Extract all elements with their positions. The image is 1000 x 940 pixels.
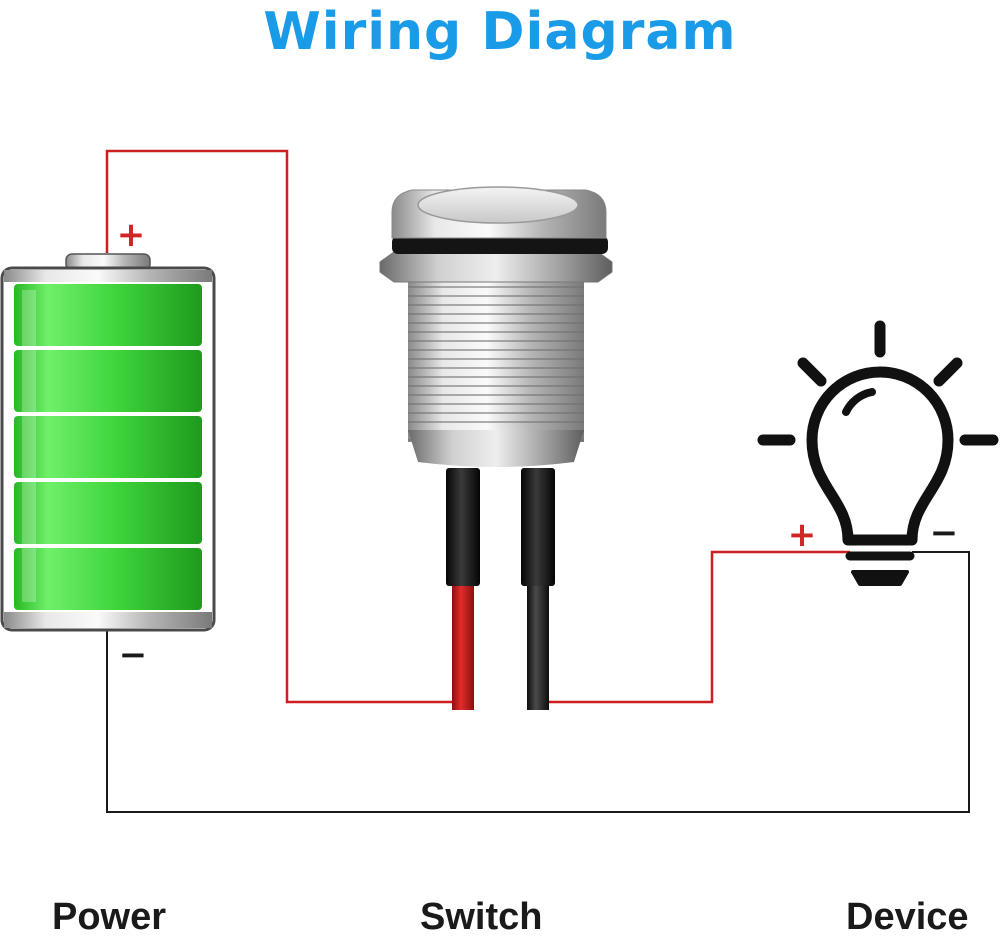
power-label: Power	[52, 896, 167, 938]
battery-cells	[14, 284, 202, 610]
wire-switch-to-device-positive	[540, 550, 850, 704]
device-negative-sign: −	[930, 513, 959, 553]
return-wire-device-to-battery	[106, 551, 970, 813]
positive-wire-battery-to-switch	[105, 149, 462, 704]
light-bulb-icon: + −	[757, 320, 999, 586]
device-label: Device	[846, 896, 969, 938]
battery-positive-sign: +	[117, 215, 146, 255]
battery-negative-sign: −	[119, 635, 148, 675]
push-button-switch-icon	[379, 186, 613, 710]
diagram-title: Wiring Diagram	[263, 2, 737, 62]
battery-icon: + −	[0, 215, 216, 675]
circuit-wires	[105, 149, 970, 813]
switch-label: Switch	[420, 896, 543, 938]
device-positive-sign: +	[788, 515, 817, 555]
